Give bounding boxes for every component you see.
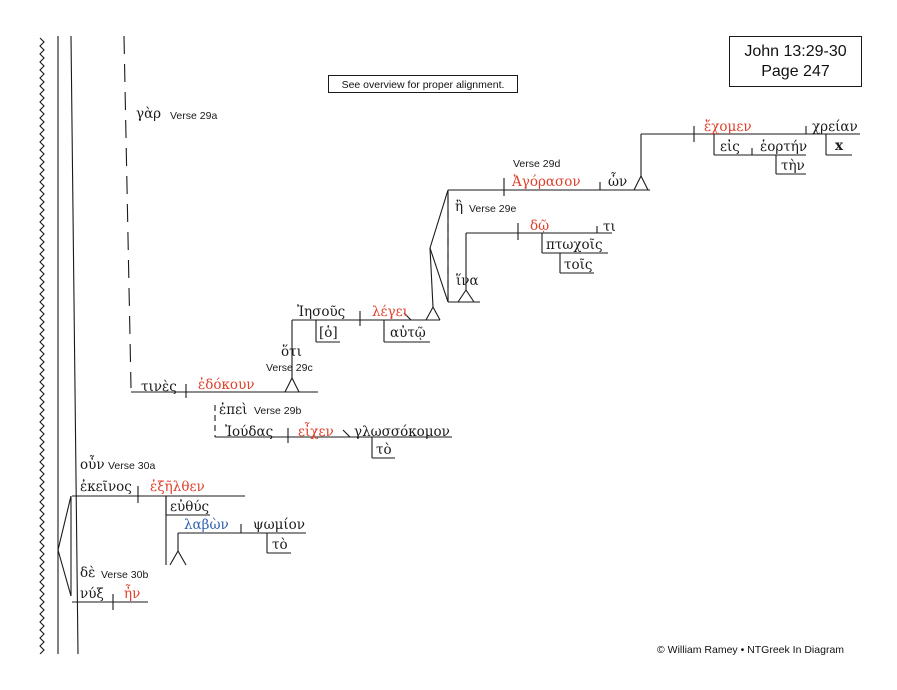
alignment-note: See overview for proper alignment. [328,75,518,93]
word-tois: τοῖς [564,257,593,273]
word-hon: ὧν [608,174,628,190]
word-to-2: τὸ [272,537,288,553]
reference-title: John 13:29-30 [744,43,847,60]
word-e: ἢ [455,199,464,215]
word-legei: λέγει [372,304,408,320]
page-number: Page 247 [761,63,830,80]
word-to-1: τὸ [376,442,392,458]
label-verse-29d: Verse 29d [513,158,561,170]
label-verse-29e: Verse 29e [469,203,517,215]
word-psomion: ψωμίον [253,517,305,533]
word-ioudas: Ἰούδας [225,424,274,440]
alignment-note-text: See overview for proper alignment. [341,79,505,91]
word-iesous: Ἰησοῦς [297,304,346,320]
word-glossokomon: γλωσσόκομον [354,424,450,440]
word-euthus: εὐθύς [170,499,210,515]
word-ekeinos: ἐκεῖνος [80,479,132,495]
word-nux: νύξ [80,586,104,602]
word-echomen: ἔχομεν [704,119,752,135]
word-ho-bracket: [ὁ] [319,325,338,341]
margin-zigzag [39,37,45,655]
word-eis: εἰς [720,139,740,155]
word-en: ἦν [124,586,141,602]
word-hina: ἵνα [456,273,479,289]
word-ptochois: πτωχοῖς [546,237,603,253]
label-verse-29b: Verse 29b [254,405,302,417]
label-verse-30b: Verse 30b [101,569,149,581]
word-x-mark: x [835,138,844,154]
word-heorten: ἑορτήν [760,139,808,155]
word-chreian: χρείαν [812,119,858,135]
word-eichen: εἶχεν [298,424,334,440]
word-agorason: Ἀγόρασον [512,174,581,190]
word-ti: τι [603,219,616,235]
word-de: δὲ [80,565,96,581]
label-verse-29c: Verse 29c [266,362,313,374]
footer-credit: © William Ramey • NTGreek In Diagram [657,644,845,656]
label-verse-30a: Verse 30a [108,460,156,472]
word-do: δῷ [530,218,550,234]
word-edokoun: ἐδόκουν [198,377,255,393]
word-ten: τὴν [781,158,805,174]
word-hoti: ὅτι [281,344,302,360]
word-exelthen: ἐξῆλθεν [150,479,205,495]
word-tines: τινὲς [141,379,177,395]
word-auto: αὐτῷ [390,325,426,341]
reference-box: John 13:29-30 Page 247 [729,36,862,87]
word-oun: οὖν [80,457,105,473]
word-labon: λαβὼν [184,517,229,533]
label-verse-29a: Verse 29a [170,110,218,122]
word-gar: γὰρ [136,106,162,122]
word-epei: ἐπεὶ [219,402,248,418]
